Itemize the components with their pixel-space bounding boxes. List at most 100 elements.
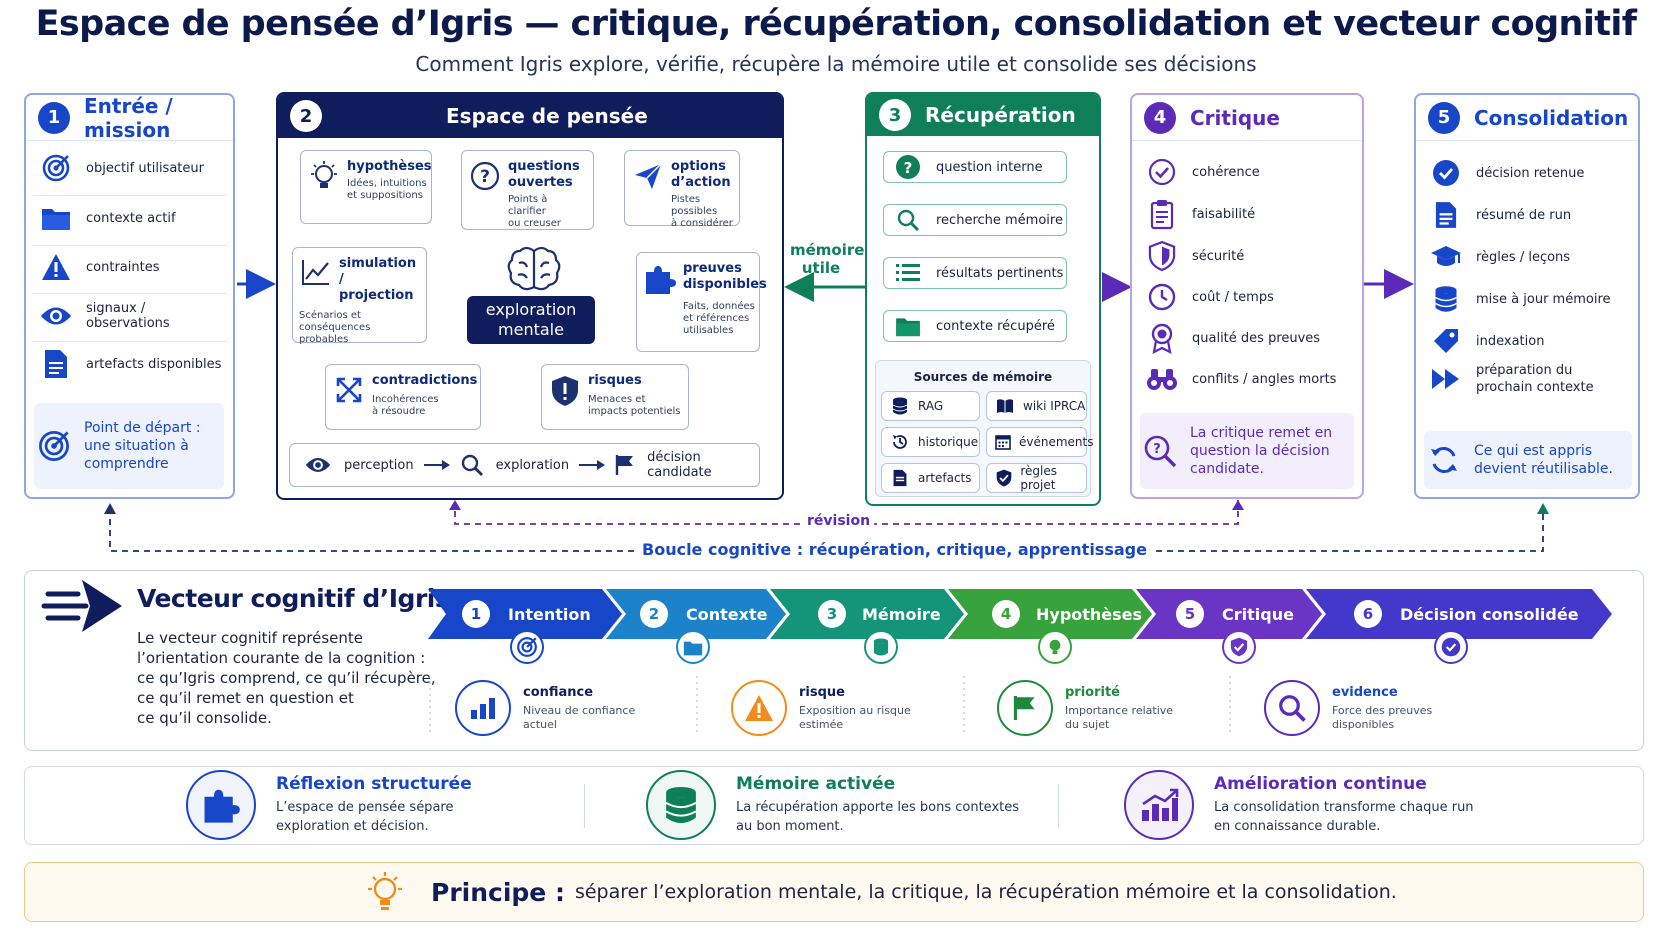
send-arrow-icon xyxy=(631,161,665,191)
panel-entree-mission: 1 Entrée / mission objectif utilisateur … xyxy=(24,93,235,499)
book-icon xyxy=(995,398,1015,414)
page-subtitle: Comment Igris explore, vérifie, récupère… xyxy=(415,52,1257,76)
recup-step-contexte: contexte récupéré xyxy=(883,310,1067,342)
critique-item-faisabilite: faisabilité xyxy=(1146,198,1255,230)
revision-loop-line xyxy=(454,500,1239,525)
principe-label: Principe : xyxy=(431,877,565,907)
database-icon xyxy=(1430,283,1462,315)
document-icon xyxy=(1430,199,1462,231)
source-regles-projet: règles projet xyxy=(986,463,1087,493)
binoculars-icon xyxy=(1146,363,1178,395)
card-preuves-disponibles: preuves disponibles Faits, données et ré… xyxy=(636,252,767,352)
brain-icon xyxy=(506,245,562,297)
features-panel xyxy=(24,766,1644,845)
panel-pensee-header: 2 Espace de pensée xyxy=(278,94,782,138)
pensee-flow-bar: perception exploration décision candidat… xyxy=(289,443,760,487)
entree-note: Point de départ : une situation à compre… xyxy=(34,403,224,489)
memoire-utile-label: mémoire utile xyxy=(790,241,865,277)
eye-icon xyxy=(40,300,72,332)
stage-number: 5 xyxy=(1176,600,1204,628)
panel-pensee-title: Espace de pensée xyxy=(446,104,648,128)
question-icon: ? xyxy=(894,154,922,180)
source-rag: RAG xyxy=(881,391,980,421)
clipboard-icon xyxy=(1146,198,1178,230)
search-doubt-icon: ? xyxy=(1140,434,1180,468)
critique-item-coherence: cohérence xyxy=(1146,156,1260,188)
warning-icon xyxy=(731,680,787,736)
folder-icon xyxy=(894,315,922,337)
panel-critique-title: Critique xyxy=(1190,105,1280,130)
stage-number: 2 xyxy=(640,600,668,628)
check-circle-icon xyxy=(1434,630,1468,664)
exploration-mentale-node: exploration mentale xyxy=(467,296,595,344)
critique-item-cout-temps: coût / temps xyxy=(1146,281,1274,313)
revision-label: révision xyxy=(803,513,875,529)
metric-confiance: confiance Niveau de confiance actuel xyxy=(455,680,635,736)
entree-item-objectif: objectif utilisateur xyxy=(40,152,204,184)
source-historique: historique xyxy=(881,427,980,457)
stage-chevron-3 xyxy=(770,589,964,639)
principe-text: séparer l’exploration mentale, la critiq… xyxy=(574,881,1397,903)
check-circle-icon xyxy=(1430,157,1462,189)
panel-critique: 4 Critique cohérence faisabilité sécurit… xyxy=(1130,93,1364,499)
step-number-badge: 4 xyxy=(1144,101,1176,134)
tag-icon xyxy=(1430,325,1462,357)
entree-item-contraintes: contraintes xyxy=(40,251,159,283)
database-icon xyxy=(864,630,898,664)
fast-forward-icon xyxy=(1430,363,1462,395)
consolidation-item-memoire: mise à jour mémoire xyxy=(1430,283,1611,315)
folder-icon xyxy=(676,630,710,664)
clock-icon xyxy=(1146,281,1178,313)
recup-step-recherche: recherche mémoire xyxy=(883,204,1067,236)
shield-check-icon xyxy=(995,469,1012,487)
metric-priorite: priorité Importance relative du sujet xyxy=(997,680,1173,736)
panel-recuperation-title: Récupération xyxy=(925,103,1076,127)
panel-entree-title: Entrée / mission xyxy=(84,93,173,142)
search-icon xyxy=(460,453,484,477)
vecteur-description: Le vecteur cognitif représente l’orienta… xyxy=(137,629,436,727)
warning-icon xyxy=(40,251,72,283)
award-icon xyxy=(1146,322,1178,354)
step-number-badge: 3 xyxy=(879,99,911,131)
check-circle-icon xyxy=(1146,156,1178,188)
calendar-icon xyxy=(995,434,1011,450)
svg-text:?: ? xyxy=(904,159,913,177)
consolidation-item-indexation: indexation xyxy=(1430,325,1544,357)
card-risques: risques Menaces et impacts potentiels xyxy=(541,364,689,430)
vector-arrow-icon xyxy=(41,578,124,638)
lightbulb-icon xyxy=(307,161,341,193)
shield-check-icon xyxy=(1222,630,1256,664)
consolidation-item-preparation: préparation du prochain contexte xyxy=(1430,362,1594,396)
critique-item-conflits: conflits / angles morts xyxy=(1146,363,1336,395)
question-icon: ? xyxy=(468,161,502,191)
stage-chevron-6 xyxy=(1306,589,1612,639)
feature-amelioration-continue: Amélioration continue La consolidation t… xyxy=(1124,770,1474,840)
stage-label-critique: Critique xyxy=(1222,605,1294,624)
step-number-badge: 5 xyxy=(1428,101,1460,134)
consolidation-item-decision: décision retenue xyxy=(1430,157,1584,189)
stage-label-decision: Décision consolidée xyxy=(1400,605,1579,624)
entree-item-artefacts: artefacts disponibles xyxy=(40,348,221,380)
entree-item-signaux: signaux / observations xyxy=(40,300,233,332)
database-icon xyxy=(646,770,716,840)
entree-item-contexte: contexte actif xyxy=(40,202,176,234)
target-icon xyxy=(40,152,72,184)
history-icon xyxy=(890,433,910,451)
card-simulation-projection: simulation / projection Scénarios et con… xyxy=(292,247,427,345)
stage-label-memoire: Mémoire xyxy=(862,605,941,624)
search-icon xyxy=(1264,680,1320,736)
arrow-right-icon xyxy=(579,460,606,470)
eye-icon xyxy=(304,456,332,474)
panel-entree-header: 1 Entrée / mission xyxy=(26,93,233,142)
recup-step-question: ? question interne xyxy=(883,151,1067,183)
stage-number: 6 xyxy=(1354,600,1382,628)
source-evenements: événements xyxy=(986,427,1094,457)
lightbulb-icon xyxy=(1038,630,1072,664)
step-number-badge: 1 xyxy=(38,101,70,134)
card-hypotheses: hypothèses Idées, intuitions et supposit… xyxy=(300,150,432,224)
consolidation-note: Ce qui est appris devient réutilisable. xyxy=(1424,431,1632,489)
svg-text:?: ? xyxy=(1153,442,1161,457)
svg-text:?: ? xyxy=(480,167,490,187)
stage-number: 4 xyxy=(992,600,1020,628)
recup-step-resultats: résultats pertinents xyxy=(883,257,1067,289)
